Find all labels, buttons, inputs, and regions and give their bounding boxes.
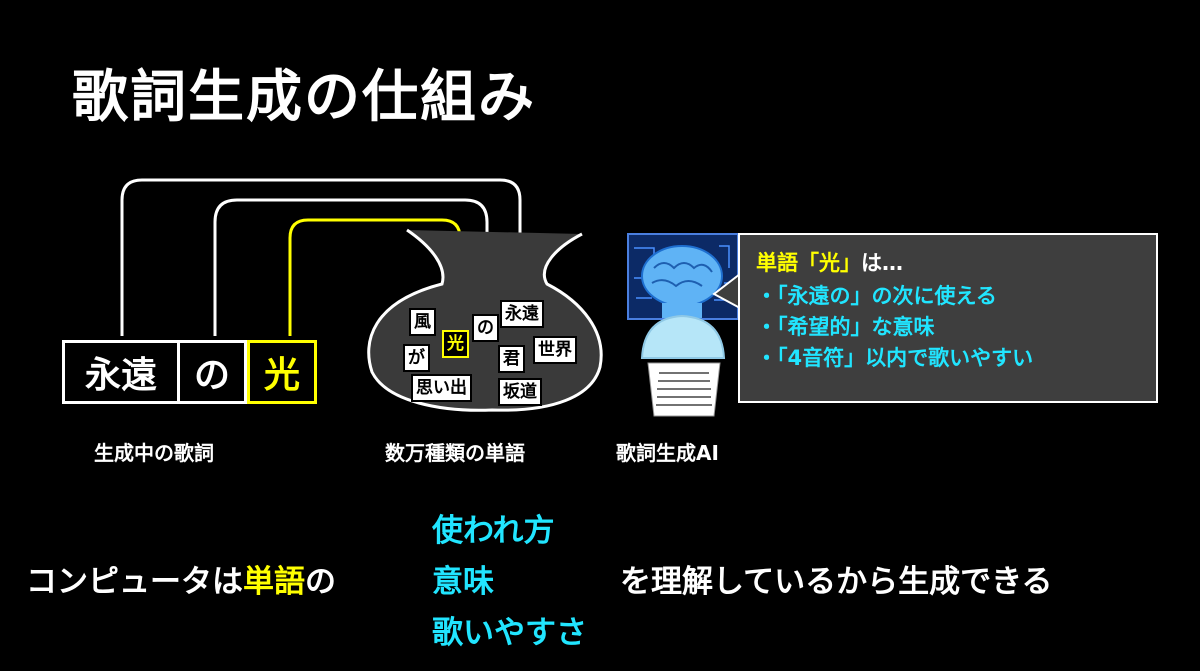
ai-caption: 歌詞生成AI [616,441,719,465]
word-chip: 永遠 [500,300,544,328]
bubble-heading: 単語「光」は… [756,247,1140,277]
word-chip: が [403,344,430,372]
lyric-word-1: 永遠 [62,340,180,404]
statement-suffix: を理解しているから生成できる [620,564,1053,600]
word-chip: 坂道 [498,378,542,406]
statement-particle: の [305,564,336,600]
ai-brain-icon [627,233,739,417]
word-chip-selected: 光 [442,330,469,358]
bubble-pointer [712,273,741,309]
bubble-heading-word: 単語「光」 [756,251,861,275]
bubble-heading-suffix: は… [861,251,903,275]
word-chip: 君 [498,345,525,373]
stack-item-meaning: 意味 [432,564,494,600]
stack-item-singability: 歌いやすさ [432,615,587,651]
page-title: 歌詞生成の仕組み [72,65,536,130]
stack-item-usage: 使われ方 [432,513,555,549]
lyrics-caption: 生成中の歌詞 [94,441,214,465]
word-chip: 思い出 [411,374,472,402]
lyric-word-2: の [180,340,247,404]
word-chip: 風 [409,308,436,336]
bubble-item: ・「4音符」以内で歌いやすい [756,346,1034,370]
lyric-row: 永遠 の 光 [62,340,317,404]
statement-highlight: 単語 [243,564,305,600]
bottom-statement-start: コンピュータは単語の [26,556,336,601]
bubble-item: ・「希望的」な意味 [756,315,935,339]
words-caption: 数万種類の単語 [385,441,525,465]
word-chip: 世界 [533,336,577,364]
bubble-item: ・「永遠の」の次に使える [756,284,997,308]
word-chip: の [472,314,499,342]
info-bubble: 単語「光」は… ・「永遠の」の次に使える ・「希望的」な意味 ・「4音符」以内で… [738,233,1158,403]
statement-prefix: コンピュータは [26,564,243,600]
lyric-word-3: 光 [247,340,317,404]
